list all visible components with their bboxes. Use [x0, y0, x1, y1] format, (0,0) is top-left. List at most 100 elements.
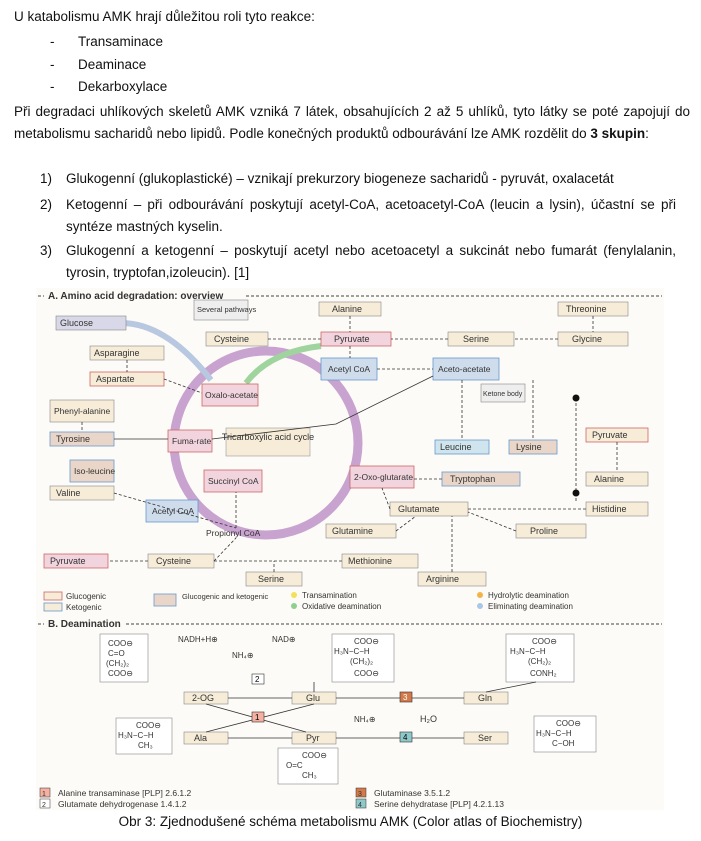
list-dash: -: [50, 79, 55, 94]
svg-text:CONH₂: CONH₂: [530, 669, 557, 678]
list-item: - Deaminace: [14, 57, 414, 77]
nh4-label-right: NH₄⊕: [354, 715, 376, 724]
tca-label: Tricarboxylic acid cycle: [222, 432, 314, 442]
node-histidine: Histidine: [592, 504, 627, 514]
svg-text:COO⊖: COO⊖: [108, 639, 133, 648]
svg-text:C=O: C=O: [108, 649, 125, 658]
node-several: Several pathways: [197, 305, 256, 314]
node-pyr: Pyr: [306, 733, 320, 743]
svg-text:H₃N−C−H: H₃N−C−H: [510, 647, 546, 656]
svg-text:3: 3: [358, 791, 362, 798]
legend-both: Glucogenic and ketogenic: [182, 592, 269, 601]
svg-text:(CH₂)₂: (CH₂)₂: [350, 657, 373, 666]
node-cysteine-top: Cysteine: [214, 334, 249, 344]
node-lysine: Lysine: [516, 442, 542, 452]
node-alanine-right: Alanine: [594, 474, 624, 484]
svg-text:COO⊖: COO⊖: [136, 721, 161, 730]
gluconeogenesis-arrow: [120, 320, 214, 382]
svg-text:4: 4: [403, 733, 408, 742]
svg-text:COO⊖: COO⊖: [302, 751, 327, 760]
svg-text:H₃N−C−H: H₃N−C−H: [334, 647, 370, 656]
svg-text:H₃N−C−H: H₃N−C−H: [118, 731, 154, 740]
node-cysteine-low: Cysteine: [156, 556, 191, 566]
node-oxoglutarate: 2-Oxo-glutarate: [354, 472, 413, 482]
list-dash: -: [50, 34, 55, 49]
enzyme-3: Glutaminase 3.5.1.2: [374, 788, 450, 798]
node-tyrosine: Tyrosine: [56, 434, 90, 444]
svg-text:3: 3: [403, 693, 408, 702]
h2o-label: H₂O: [420, 714, 437, 724]
svg-text:H₃N−C−H: H₃N−C−H: [536, 729, 572, 738]
svg-text:2: 2: [42, 802, 46, 809]
legend-ketogenic: Ketogenic: [66, 603, 102, 612]
list-dash: -: [50, 57, 55, 72]
paragraph-bold: 3 skupin: [590, 126, 646, 141]
svg-text:1: 1: [42, 791, 46, 798]
node-arginine: Arginine: [426, 574, 459, 584]
node-glucose: Glucose: [60, 318, 93, 328]
legend-oxidative: Oxidative deamination: [302, 602, 381, 611]
node-proline: Proline: [530, 526, 558, 536]
node-succinyl: Succinyl CoA: [208, 476, 259, 486]
enzyme-1: Alanine transaminase [PLP] 2.6.1.2: [58, 788, 192, 798]
node-asparagine: Asparagine: [94, 348, 140, 358]
node-ser: Ser: [478, 733, 492, 743]
node-aspartate: Aspartate: [96, 374, 135, 384]
figure-caption: Obr 3: Zjednodušené schéma metabolismu A…: [118, 814, 583, 829]
node-2og: 2-OG: [192, 693, 214, 703]
list-item: - Transaminace: [14, 34, 414, 54]
svg-text:COO⊖: COO⊖: [556, 719, 581, 728]
legend-hydrolytic: Hydrolytic deamination: [488, 591, 569, 600]
list-item: 3) Glukogenní a ketogenní – poskytují ac…: [14, 240, 690, 284]
list-number: 2): [40, 197, 53, 212]
list-item: 1) Glukogenní (glukoplastické) – vznikaj…: [14, 171, 690, 193]
svg-text:(CH₂)₂: (CH₂)₂: [528, 657, 551, 666]
node-tryptophan: Tryptophan: [450, 474, 495, 484]
paragraph: Při degradaci uhlíkových skeletů AMK vzn…: [14, 101, 690, 145]
node-serine-top: Serine: [463, 334, 489, 344]
node-fumarate: Fuma-rate: [172, 436, 211, 446]
node-glutamate: Glutamate: [398, 504, 440, 514]
figure-svg: A. Amino acid degradation: overview Tric…: [36, 288, 664, 810]
node-threonine: Threonine: [566, 304, 607, 314]
node-ala: Ala: [194, 733, 207, 743]
node-pyruvate-right: Pyruvate: [592, 430, 628, 440]
node-glutamine: Glutamine: [332, 526, 373, 536]
node-alanine-top: Alanine: [332, 304, 362, 314]
svg-text:1: 1: [255, 713, 260, 722]
enzyme-2: Glutamate dehydrogenase 1.4.1.2: [58, 799, 187, 809]
list-label: Deaminace: [78, 57, 147, 72]
node-leucine: Leucine: [440, 442, 472, 452]
node-oxaloacetate: Oxalo-acetate: [205, 390, 258, 400]
svg-text:C−OH: C−OH: [552, 739, 575, 748]
list-text: Glukogenní (glukoplastické) – vznikají p…: [66, 171, 614, 186]
node-acetyl-coa-low: Acetyl CoA: [152, 506, 194, 516]
svg-text:CH₃: CH₃: [302, 771, 317, 780]
section-a-title: A. Amino acid degradation: overview: [48, 291, 223, 302]
node-valine: Valine: [56, 488, 80, 498]
svg-text:(CH₂)₂: (CH₂)₂: [106, 659, 129, 668]
metabolism-figure: A. Amino acid degradation: overview Tric…: [36, 288, 664, 810]
list-text: Glukogenní a ketogenní – poskytují acety…: [66, 243, 676, 280]
svg-text:COO⊖: COO⊖: [532, 637, 557, 646]
nh4-label: NH₄⊕: [232, 651, 254, 660]
svg-text:COO⊖: COO⊖: [108, 669, 133, 678]
node-acetyl-coa-top: Acetyl CoA: [328, 364, 370, 374]
paragraph-text: Při degradaci uhlíkových skeletů AMK vzn…: [14, 104, 690, 141]
intro-text: U katabolismu AMK hrají důležitou roli t…: [14, 9, 315, 24]
node-glu: Glu: [306, 693, 320, 703]
svg-text:CH₃: CH₃: [138, 741, 153, 750]
list-text: Ketogenní – při odbourávání poskytují ac…: [66, 197, 676, 234]
svg-text:O=C: O=C: [286, 761, 303, 770]
list-label: Dekarboxylace: [78, 79, 168, 94]
node-glycine: Glycine: [572, 334, 602, 344]
list-item: - Dekarboxylace: [14, 79, 414, 99]
nad-label: NAD⊕: [272, 635, 296, 644]
legend-glucogenic: Glucogenic: [66, 592, 106, 601]
node-pyruvate-low: Pyruvate: [50, 556, 86, 566]
nadh-label: NADH+H⊕: [178, 635, 218, 644]
svg-text:4: 4: [358, 802, 362, 809]
legend-eliminating: Eliminating deamination: [488, 602, 573, 611]
legend-transamination: Transamination: [302, 591, 357, 600]
node-isoleucine: Iso-leucine: [74, 466, 115, 476]
